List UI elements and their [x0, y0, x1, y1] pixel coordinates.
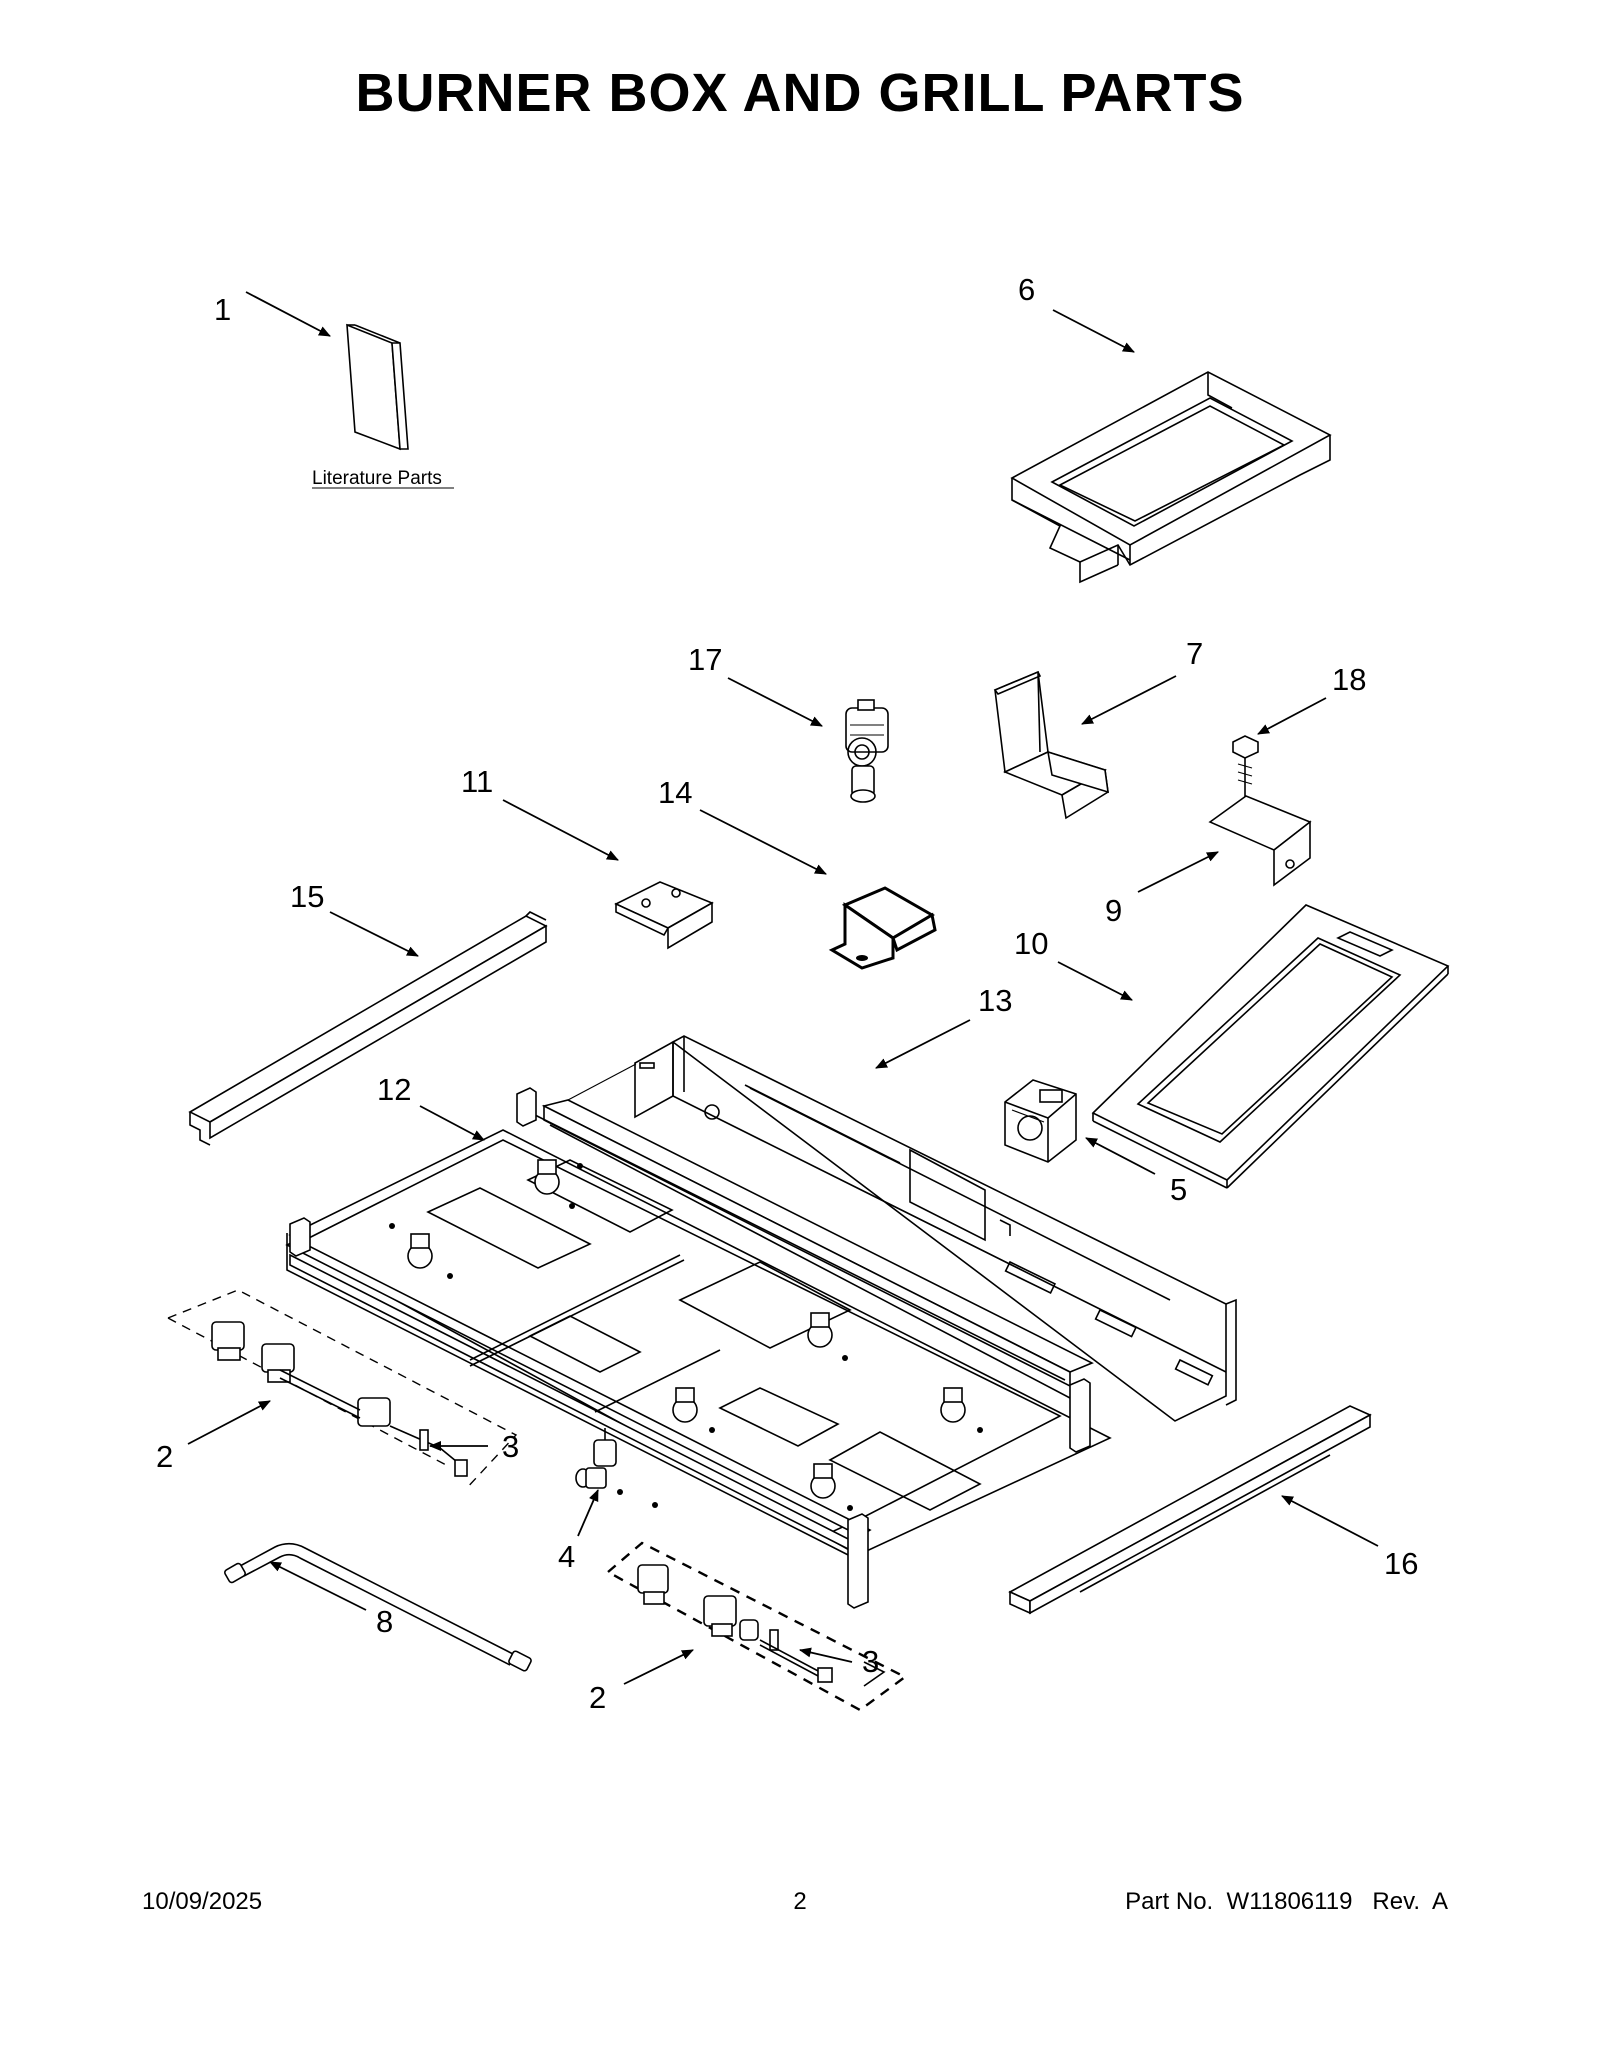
callout-14: 14	[658, 775, 692, 810]
part-10-cover[interactable]	[1091, 904, 1450, 1189]
part-6-tray[interactable]	[1010, 371, 1332, 584]
callout-9: 9	[1105, 893, 1122, 928]
burner-valve-group	[407, 1159, 966, 1499]
callout-16: 16	[1384, 1546, 1418, 1581]
footer-page-number: 2	[793, 1888, 807, 1915]
valve-bottom-1	[637, 1564, 669, 1605]
callout-11: 11	[461, 764, 493, 799]
valve-left-3	[357, 1397, 391, 1427]
callout-5: 5	[1170, 1172, 1187, 1207]
part-7-bracket[interactable]	[993, 670, 1109, 820]
callout-3-left: 3	[502, 1429, 519, 1464]
page-title: BURNER BOX AND GRILL PARTS	[355, 63, 1245, 123]
part-11-bracket[interactable]	[614, 881, 714, 950]
callout-4: 4	[558, 1539, 575, 1574]
part-2-manifold-bottom[interactable]	[607, 1541, 908, 1712]
callout-17: 17	[688, 642, 722, 677]
valve-left-1	[211, 1321, 245, 1361]
callout-6: 6	[1018, 272, 1035, 307]
valve-left-2	[261, 1343, 295, 1383]
callout-2-bottom: 2	[589, 1680, 606, 1715]
part-14-bracket[interactable]	[828, 886, 937, 970]
callouts: 1 6 17 7 18 11 14 9 15 10 13 12 5 2 3 4	[156, 272, 1418, 1715]
part-15-rail[interactable]	[188, 911, 548, 1146]
part-13-burner-box[interactable]	[567, 1035, 1237, 1422]
part-8-gas-tube[interactable]	[224, 1542, 532, 1672]
part-16-rail[interactable]	[1008, 1405, 1372, 1615]
part-1-literature[interactable]: Literature Parts	[312, 323, 454, 489]
part-5-module[interactable]	[1004, 1079, 1077, 1163]
callout-2-left: 2	[156, 1439, 173, 1474]
callout-3-bottom: 3	[862, 1644, 879, 1679]
part-17-valve[interactable]	[845, 699, 889, 803]
callout-8: 8	[376, 1604, 393, 1639]
callout-13: 13	[978, 983, 1012, 1018]
callout-15: 15	[290, 879, 324, 914]
callout-10: 10	[1014, 926, 1048, 961]
valve-bottom-2	[703, 1595, 737, 1637]
footer-part-number: Part No. W11806119 Rev. A	[1125, 1888, 1448, 1915]
callout-1: 1	[214, 292, 231, 327]
part-12-burner-base[interactable]	[285, 1087, 1112, 1609]
callout-18: 18	[1332, 662, 1366, 697]
part-2-manifold-left[interactable]	[167, 1289, 518, 1491]
callout-7: 7	[1186, 636, 1203, 671]
literature-parts-label: Literature Parts	[312, 468, 442, 489]
callout-12: 12	[377, 1072, 411, 1107]
part-9-plate[interactable]	[1208, 795, 1312, 887]
footer-date: 10/09/2025	[142, 1888, 263, 1915]
part-4-fitting[interactable]	[575, 1428, 617, 1489]
